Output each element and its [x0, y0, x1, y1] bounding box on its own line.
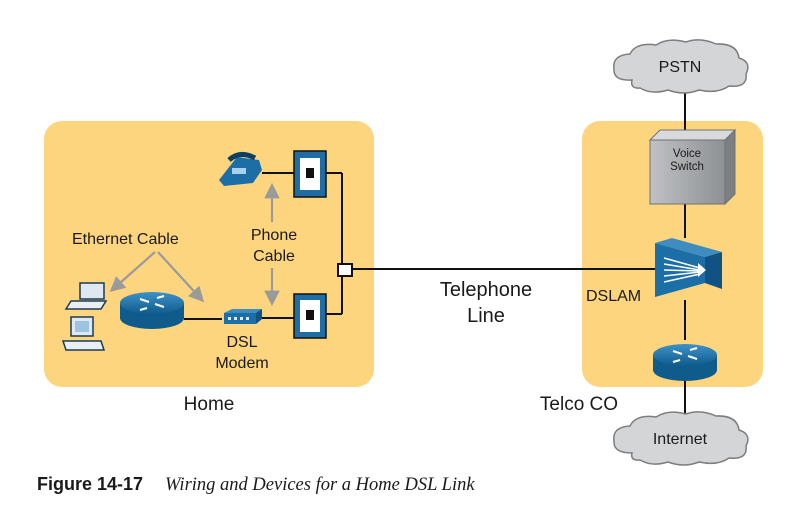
telephone-line-label-line1: Telephone: [440, 279, 532, 301]
telco-zone-label: Telco CO: [540, 394, 618, 415]
internet-cloud: [613, 411, 749, 466]
voice-switch-label-line2: Switch: [670, 161, 704, 173]
wiring: [184, 93, 686, 420]
home-zone-label: Home: [184, 394, 235, 415]
telephone-icon: [219, 152, 262, 186]
dsl-modem-label-line2: Modem: [215, 355, 268, 372]
figure-number: Figure 14-17: [37, 474, 144, 494]
figure-title: Wiring and Devices for a Home DSL Link: [165, 475, 475, 495]
desktop-pc-icon: [61, 316, 106, 351]
dslam-label: DSLAM: [586, 288, 641, 305]
home-router-icon: [120, 292, 184, 329]
phone-cable-label-line2: Cable: [253, 248, 295, 265]
figure-caption: Figure 14-17 Wiring and Devices for a Hom…: [37, 474, 475, 496]
telephone-line-label-line2: Line: [467, 305, 505, 327]
ethernet-cable-label: Ethernet Cable: [72, 231, 179, 248]
annotation-arrows: [109, 182, 280, 307]
pstn-cloud: [613, 39, 749, 94]
voice-switch-icon: [648, 128, 737, 206]
laptop-icon: [64, 282, 108, 310]
internet-label: Internet: [653, 431, 708, 448]
dslam-icon: [655, 238, 722, 297]
splitter: [337, 263, 353, 277]
wall-jack-top: [293, 150, 327, 198]
phone-cable-label-line1: Phone: [251, 227, 297, 244]
pstn-label: PSTN: [659, 59, 702, 76]
telco-router-icon: [653, 344, 717, 381]
dsl-modem-label-line1: DSL: [226, 334, 257, 351]
wall-jack-bottom: [293, 293, 327, 339]
voice-switch-label-line1: Voice: [673, 148, 701, 160]
dsl-modem-icon: [224, 309, 262, 324]
